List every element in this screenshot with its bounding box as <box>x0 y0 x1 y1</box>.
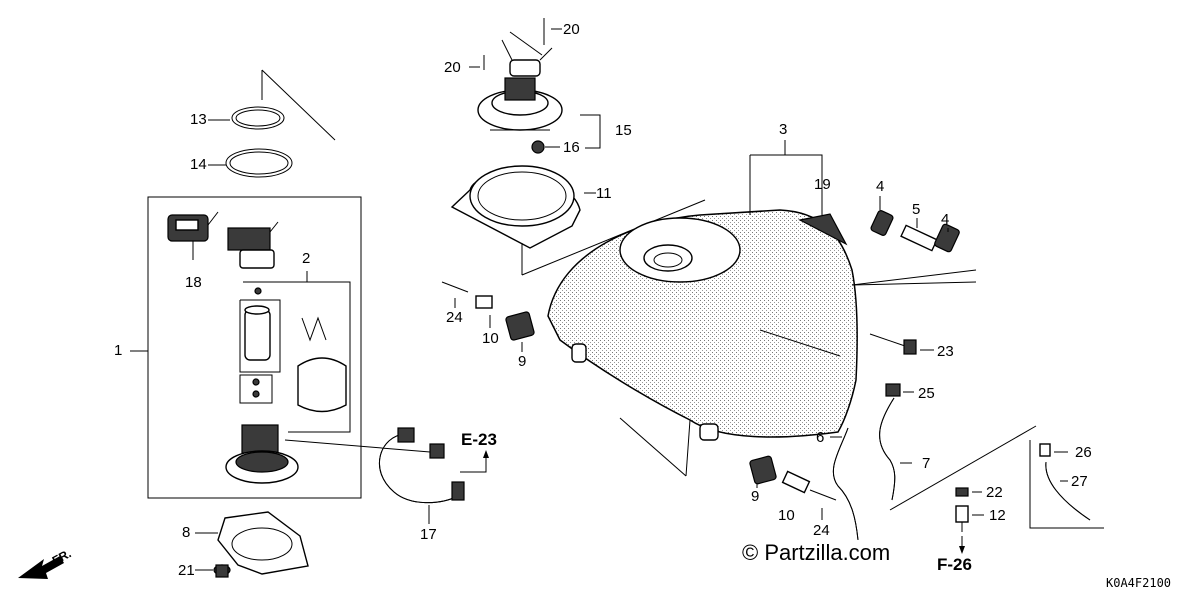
callout-20-lower: 20 <box>444 59 461 76</box>
callout-25: 25 <box>918 385 935 402</box>
grommet-4-upper <box>870 210 894 236</box>
drain-hose-6 <box>832 427 859 541</box>
fuel-hose-17 <box>378 427 465 504</box>
callout-8: 8 <box>182 524 191 541</box>
callout-13: 13 <box>190 111 207 128</box>
callout-14: 14 <box>190 156 207 173</box>
callout-17: 17 <box>420 526 437 543</box>
callout-19: 19 <box>814 176 831 193</box>
fuel-cap-15 <box>477 47 563 131</box>
callout-2: 2 <box>302 250 311 267</box>
clip-22 <box>955 487 969 497</box>
setting-plate-8 <box>217 511 309 575</box>
callout-16: 16 <box>563 139 580 156</box>
front-arrow-icon <box>18 556 64 579</box>
pump-base <box>225 424 299 484</box>
fuel-pump-cylinder <box>239 287 281 373</box>
bolt-23 <box>869 333 917 355</box>
tube-27 <box>1045 461 1091 521</box>
diagram-code: K0A4F2100 <box>1106 576 1172 590</box>
callout-4-lower: 4 <box>941 211 950 228</box>
callout-22: 22 <box>986 484 1003 501</box>
o-ring-14 <box>225 148 293 178</box>
callout-18: 18 <box>185 274 202 291</box>
section-ref-e23[interactable]: E-23 <box>461 430 497 449</box>
joint-12 <box>955 505 969 532</box>
fuel-strainer <box>297 316 347 413</box>
callout-12: 12 <box>989 507 1006 524</box>
cushion-9-upper <box>505 311 535 341</box>
breather-hose-7 <box>879 397 896 501</box>
fuel-pump-assembly-outline <box>147 196 362 499</box>
callout-11: 11 <box>596 185 612 202</box>
pad-19 <box>798 213 848 246</box>
collar-10-lower <box>781 470 811 494</box>
callout-10-lower: 10 <box>778 507 795 524</box>
callout-9-lower: 9 <box>751 488 760 505</box>
callout-5: 5 <box>912 201 921 218</box>
pump-top-connector <box>227 221 279 269</box>
callout-24-lower: 24 <box>813 522 830 539</box>
grommet-4-lower <box>934 223 960 253</box>
collar-10-upper <box>475 295 493 309</box>
callout-6: 6 <box>816 429 825 446</box>
callout-20-upper: 20 <box>563 21 580 38</box>
watermark: © Partzilla.com <box>742 540 891 565</box>
callout-26: 26 <box>1075 444 1092 461</box>
callout-21: 21 <box>178 562 195 579</box>
section-ref-f26[interactable]: F-26 <box>937 555 972 574</box>
fuel-sensor-18 <box>167 211 219 260</box>
callout-3: 3 <box>779 121 788 138</box>
fuel-tank-3 <box>547 209 858 441</box>
callout-15: 15 <box>615 122 632 139</box>
fitting-26 <box>1039 443 1051 457</box>
callout-24-upper: 24 <box>446 309 463 326</box>
gasket-11 <box>450 165 581 249</box>
clip-25 <box>885 383 901 397</box>
collar-5 <box>900 224 938 252</box>
callout-23: 23 <box>937 343 954 360</box>
callout-1: 1 <box>114 342 123 359</box>
callout-10-upper: 10 <box>482 330 499 347</box>
callout-9-upper: 9 <box>518 353 527 370</box>
o-ring-13 <box>231 106 285 130</box>
callout-7: 7 <box>922 455 931 472</box>
callout-4-upper: 4 <box>876 178 885 195</box>
bolt-21 <box>213 564 231 578</box>
callout-27: 27 <box>1071 473 1088 490</box>
cushion-9-lower <box>749 455 777 485</box>
